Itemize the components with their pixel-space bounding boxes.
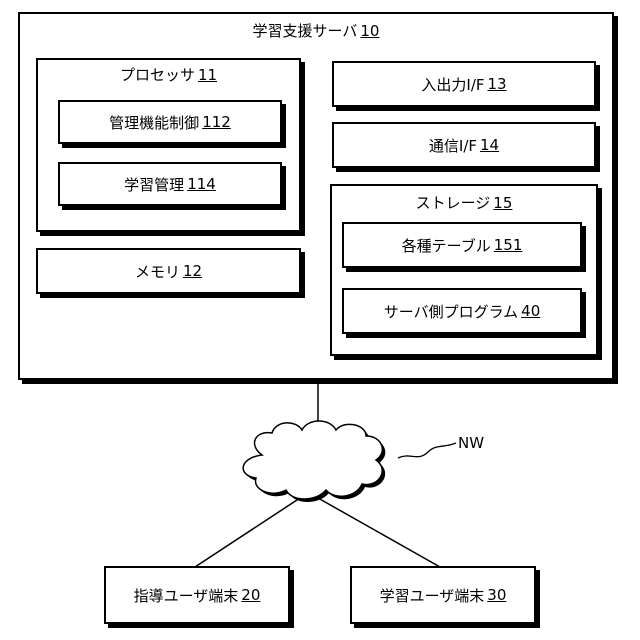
network-label: NW bbox=[458, 434, 484, 452]
server-name: 学習支援サーバ bbox=[253, 22, 358, 40]
storage-name: ストレージ bbox=[416, 194, 491, 212]
server-ref: 10 bbox=[360, 22, 379, 40]
server-program-ref: 40 bbox=[521, 302, 540, 320]
management-control-name: 管理機能制御 bbox=[109, 112, 199, 133]
management-control-ref: 112 bbox=[202, 113, 231, 131]
tables-block: 各種テーブル151 bbox=[342, 222, 582, 268]
comm-interface-block: 通信I/F14 bbox=[332, 122, 596, 168]
server-program-block: サーバ側プログラム40 bbox=[342, 288, 582, 334]
network-label-leader bbox=[398, 443, 456, 458]
tables-ref: 151 bbox=[494, 236, 523, 254]
comm-interface-ref: 14 bbox=[480, 136, 499, 154]
server-program-name: サーバ側プログラム bbox=[384, 301, 518, 322]
teacher-terminal-block: 指導ユーザ端末20 bbox=[104, 566, 290, 624]
learning-management-name: 学習管理 bbox=[124, 174, 184, 195]
learning-management-ref: 114 bbox=[187, 175, 216, 193]
memory-block: メモリ12 bbox=[36, 248, 301, 294]
storage-ref: 15 bbox=[493, 194, 512, 212]
network-cloud-icon bbox=[243, 421, 385, 502]
processor-ref: 11 bbox=[198, 66, 217, 84]
learning-management-block: 学習管理114 bbox=[58, 162, 282, 206]
management-control-block: 管理機能制御112 bbox=[58, 100, 282, 144]
learner-terminal-name: 学習ユーザ端末 bbox=[380, 585, 485, 606]
teacher-terminal-ref: 20 bbox=[241, 586, 260, 604]
tables-name: 各種テーブル bbox=[402, 235, 491, 256]
teacher-terminal-name: 指導ユーザ端末 bbox=[134, 585, 239, 606]
io-interface-name: 入出力I/F bbox=[421, 74, 484, 95]
learner-terminal-ref: 30 bbox=[487, 586, 506, 604]
learner-terminal-block: 学習ユーザ端末30 bbox=[350, 566, 536, 624]
memory-ref: 12 bbox=[183, 262, 202, 280]
comm-interface-name: 通信I/F bbox=[429, 135, 477, 156]
io-interface-block: 入出力I/F13 bbox=[332, 61, 596, 107]
io-interface-ref: 13 bbox=[488, 75, 507, 93]
processor-name: プロセッサ bbox=[120, 66, 195, 84]
network-learner-line bbox=[318, 498, 440, 567]
network-teacher-line bbox=[195, 498, 300, 567]
memory-name: メモリ bbox=[135, 261, 180, 282]
